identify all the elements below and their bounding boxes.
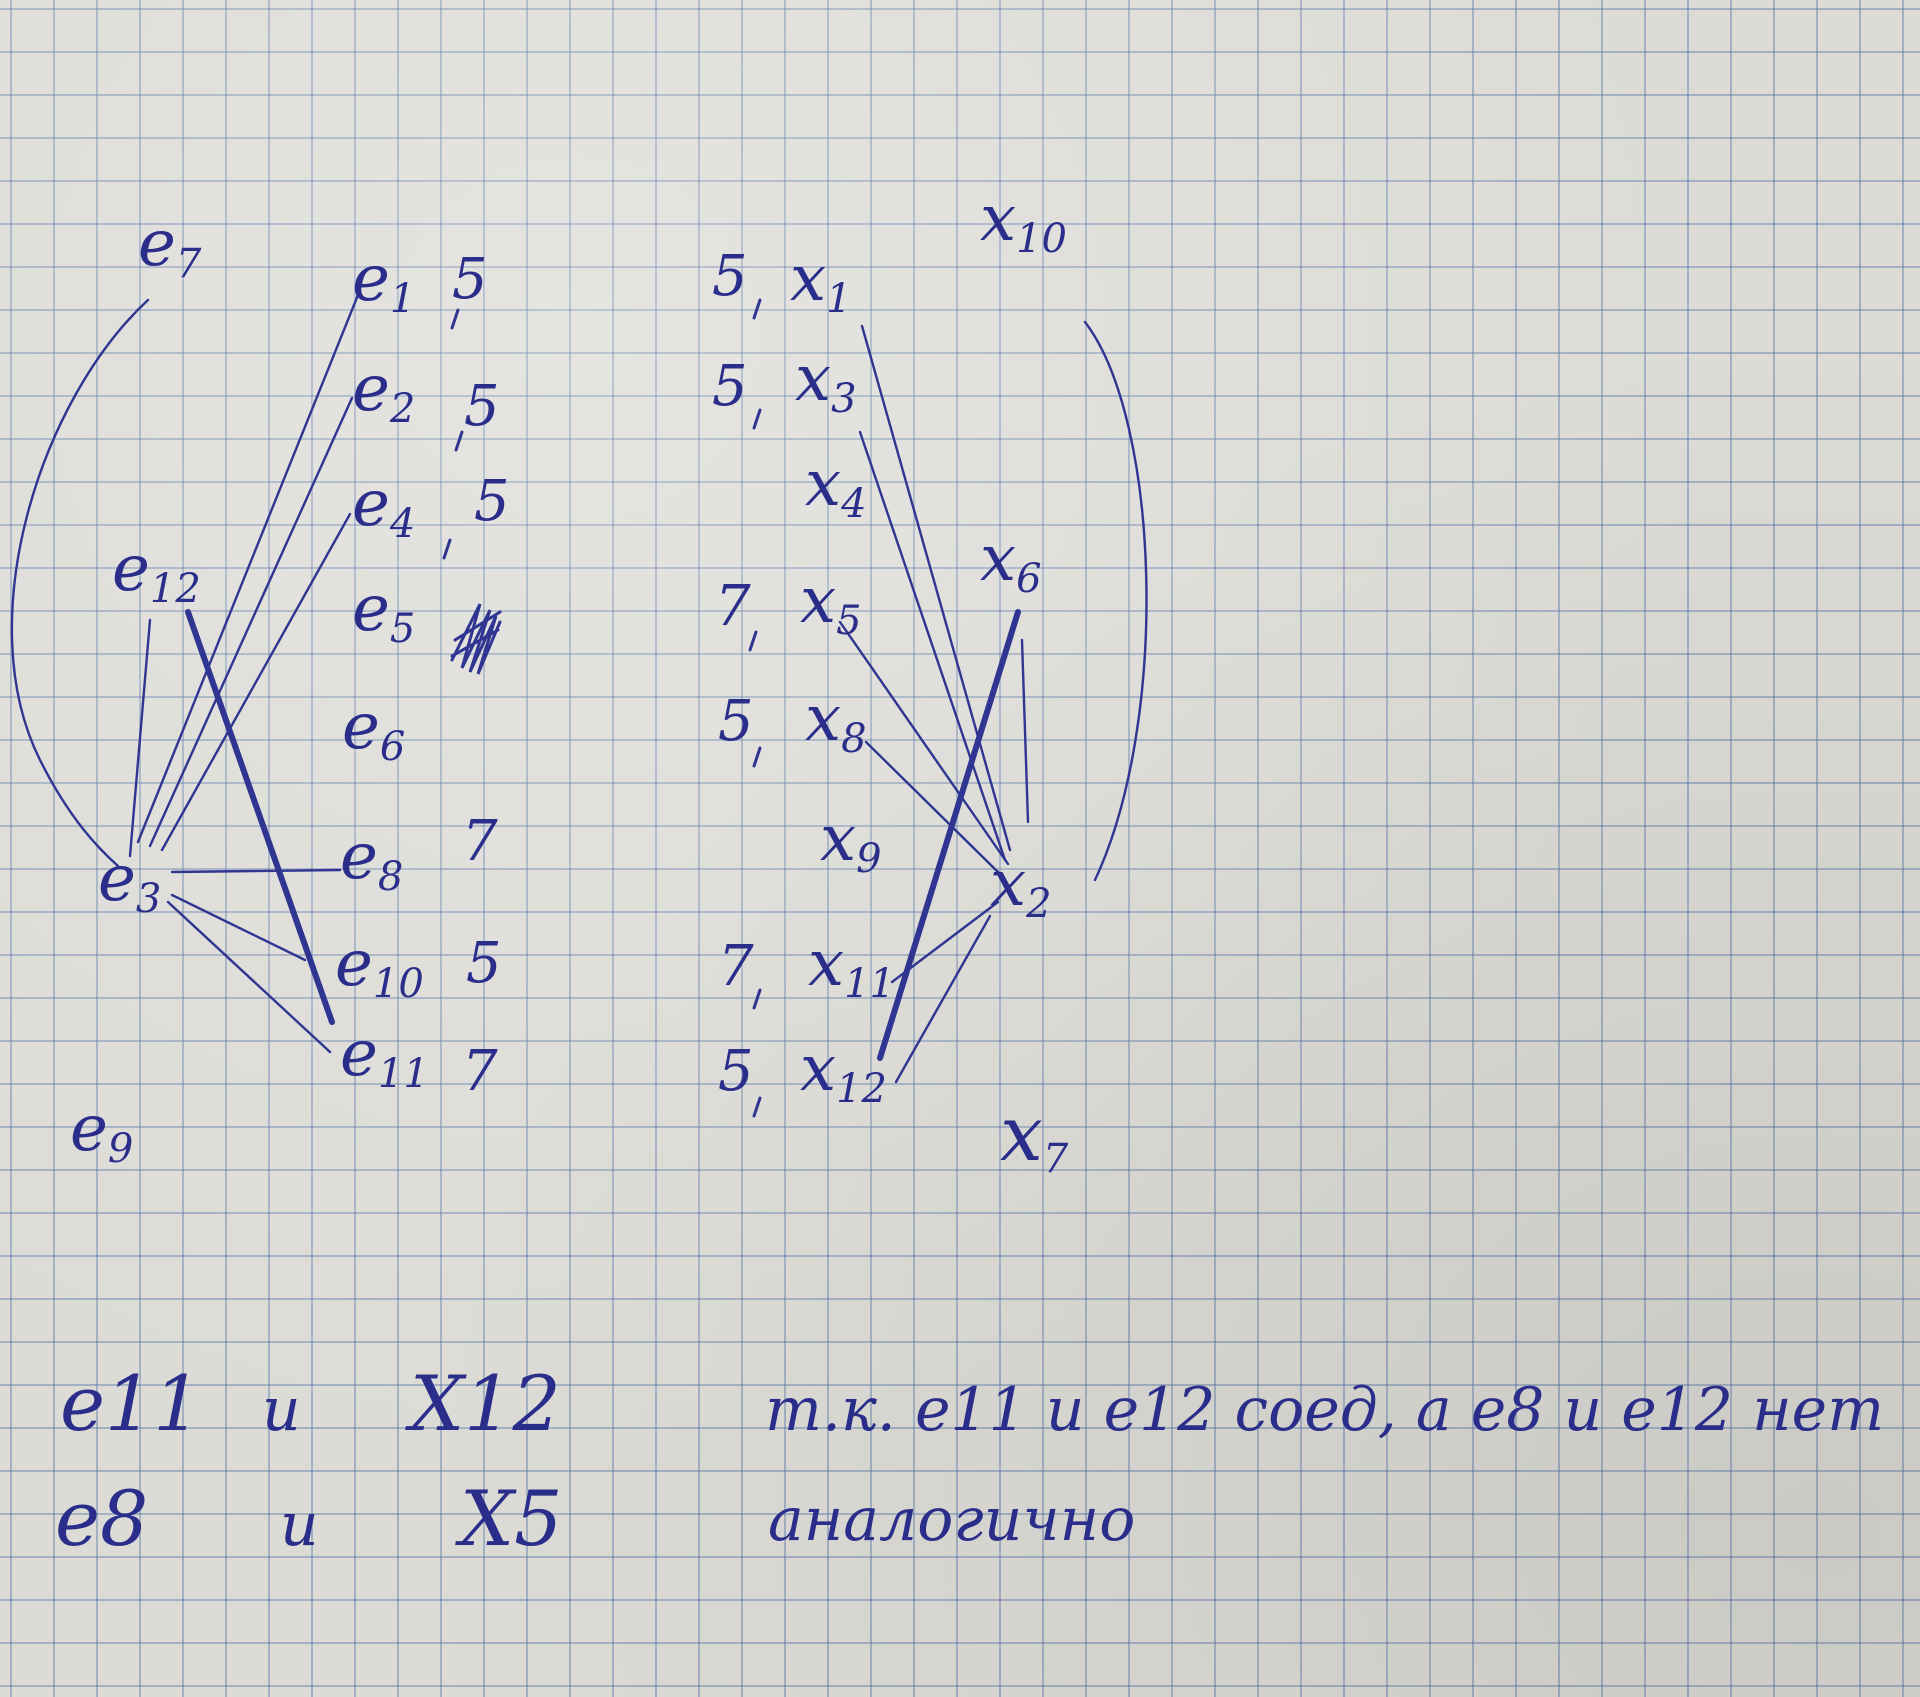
node-x9: x9: [820, 802, 882, 882]
node-x3: x3: [795, 342, 857, 422]
edge-e12-e11-bold: [185, 609, 335, 1025]
node-x10: x10: [980, 182, 1067, 262]
mapping-right-1: X12: [405, 1359, 561, 1448]
right-graph-edges: [838, 320, 1148, 1084]
left-node-labels: e7 e1 5 e2 5 e4 5 e5 e6 e8 7 e10 5 e11 7…: [70, 207, 510, 1172]
node-x4: x4: [805, 447, 867, 527]
edge-x5-x2: [838, 620, 1010, 866]
right-node-labels: x10 5 x1 5 x3 x4 x6 7 x5 5 x8 x9 x2 7 x1…: [712, 182, 1069, 1182]
edge-e3-e4: [160, 512, 352, 852]
mapping-note-1: т.к. e11 и e12 соед, а e8 и e12 нет: [765, 1375, 1884, 1445]
weight-e10: 5: [466, 931, 502, 996]
weight-x1: 5: [712, 244, 748, 309]
mapping-right-2: X5: [455, 1474, 562, 1563]
node-x7: x7: [1000, 1089, 1069, 1182]
arc-x10-x2: [1083, 320, 1148, 882]
node-e7: e7: [138, 207, 202, 287]
weight-e1: 5: [452, 247, 488, 312]
node-e3: e3: [98, 842, 161, 922]
weight-x8: 5: [718, 689, 754, 754]
edge-e3-e10: [170, 893, 307, 962]
edge-e3-e2: [148, 396, 354, 848]
node-e10: e10: [335, 927, 424, 1007]
mapping-left-2: e8: [55, 1474, 148, 1563]
edge-x6-x2: [1020, 638, 1030, 824]
edge-e3-e12: [128, 618, 152, 858]
mapping-conj-2: и: [280, 1490, 319, 1560]
node-e11: e11: [340, 1017, 429, 1097]
edge-e3-e11: [166, 900, 332, 1054]
edge-x6-x12-bold: [877, 609, 1021, 1061]
node-x8: x8: [805, 682, 867, 762]
node-x6: x6: [980, 522, 1042, 602]
node-e4: e4: [352, 467, 415, 547]
node-x12: x12: [800, 1032, 887, 1112]
node-e2: e2: [352, 352, 415, 432]
weight-e11: 7: [462, 1039, 498, 1104]
node-e8: e8: [340, 820, 403, 900]
weight-e2: 5: [464, 374, 500, 439]
node-e5: e5: [352, 572, 415, 652]
weight-e4: 5: [474, 469, 510, 534]
mapping-note-2: аналогично: [768, 1485, 1135, 1555]
node-e9: e9: [70, 1092, 133, 1172]
edge-e3-e1: [136, 288, 362, 844]
weight-x5: 7: [715, 574, 751, 639]
node-e6: e6: [342, 690, 405, 770]
edge-x8-x2: [864, 740, 1002, 876]
node-x5: x5: [800, 564, 862, 644]
edge-x12-x2: [894, 914, 992, 1084]
mapping-conj-1: и: [262, 1375, 301, 1445]
node-e1: e1: [352, 242, 415, 322]
node-e12: e12: [112, 532, 201, 612]
edge-x1-x2: [860, 324, 1012, 852]
node-x11: x11: [808, 927, 895, 1007]
edge-x3-x2: [858, 430, 1007, 862]
comma-marks: [442, 298, 762, 1118]
scribble-mark: [450, 603, 502, 675]
node-x2: x2: [990, 847, 1052, 927]
weight-x12: 5: [718, 1039, 754, 1104]
weight-e8: 7: [462, 809, 498, 874]
weight-x3: 5: [712, 354, 748, 419]
conclusion-notes: e11 и X12 т.к. e11 и e12 соед, а e8 и e1…: [55, 1359, 1884, 1563]
left-graph-edges: [10, 288, 362, 1054]
edge-e3-e8: [170, 868, 342, 874]
mapping-left-1: e11: [60, 1359, 202, 1448]
node-x1: x1: [790, 242, 852, 322]
weight-x11: 7: [718, 934, 754, 999]
arc-e7-e3: [10, 298, 150, 868]
